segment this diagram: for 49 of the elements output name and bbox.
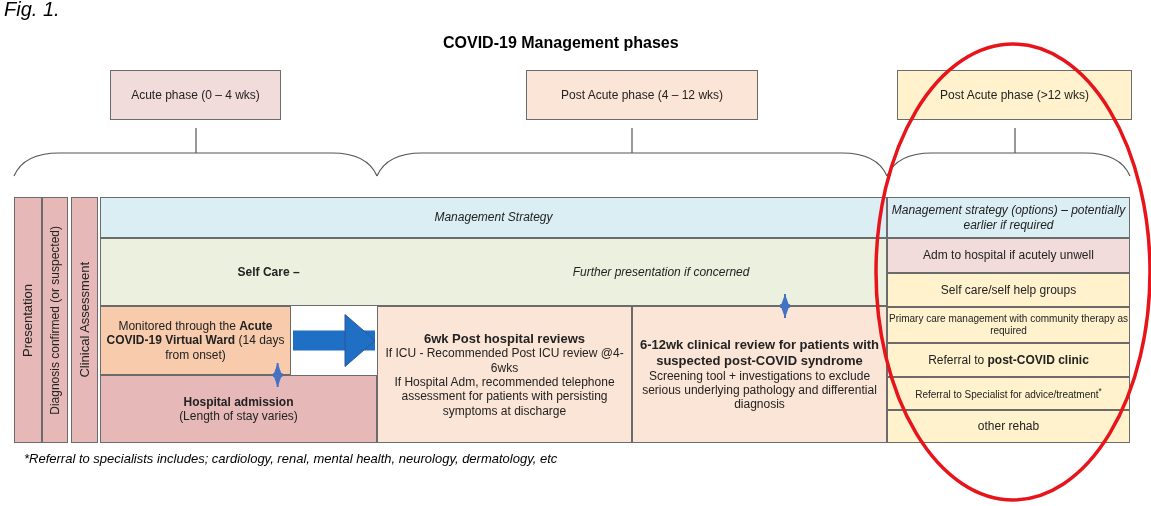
option-text: Adm to hospital if acutely unwell: [923, 248, 1094, 263]
figure-label: Fig. 1.: [4, 0, 60, 21]
care-text: 6wk Post hospital reviews: [423, 330, 586, 347]
option-box: [887, 410, 1130, 443]
option-text: Management strategy (options) – potentially earlier if required: [890, 203, 1127, 232]
phase-box: [897, 70, 1132, 120]
footnote: *Referral to specialists includes; cardiology, renal, mental health, neurology, dermatology, etc: [24, 451, 558, 466]
option-text: other rehab: [977, 419, 1040, 434]
stage-bar: [71, 197, 98, 443]
care-text: If Hospital Adm, recommended telephone assessment for patients with persisting symptoms at discharge: [393, 375, 616, 419]
phase-box: [526, 70, 758, 120]
double-arrow: [780, 293, 790, 319]
care-text: (Length of stay varies): [179, 409, 298, 424]
diagram-title: COVID-19 Management phases: [443, 34, 679, 52]
block-arrow: [293, 314, 376, 367]
care-box: [100, 306, 291, 375]
self-care-band: [100, 238, 887, 306]
care-text: If ICU - Recommended Post ICU review @4-6wks: [384, 346, 625, 376]
option-box: [887, 377, 1130, 410]
phase-label: Post Acute phase (>12 wks): [939, 87, 1090, 103]
stage-bar: [14, 197, 42, 443]
band-label: Self Care –: [237, 264, 300, 280]
care-text: Monitored through the Acute COVID-19 Virtual Ward (14 days from onset): [105, 318, 286, 363]
stage-label: Presentation: [20, 283, 36, 357]
option-text: Primary care management with community therapy as required: [888, 313, 1129, 337]
phase-label: Post Acute phase (4 – 12 wks): [560, 87, 724, 103]
option-text: Referral to Specialist for advice/treatment$^{*}$: [915, 385, 1102, 402]
double-arrow: [272, 362, 283, 388]
option-box: [887, 307, 1130, 343]
care-text: Screening tool + investigations to exclude serious underlying pathology and differential diagnosis: [641, 368, 878, 412]
option-box: [887, 197, 1130, 238]
phase-label: Acute phase (0 – 4 wks): [131, 87, 260, 103]
strategy-band: [100, 197, 887, 238]
band-label: Further presentation if concerned: [572, 264, 750, 280]
option-box: [887, 273, 1130, 307]
option-box: [887, 238, 1130, 273]
stage-label: Diagnosis confirmed (or suspected): [47, 225, 63, 415]
care-box: [632, 306, 887, 443]
care-box: [377, 306, 632, 443]
care-text: 6-12wk clinical review for patients with suspected post-COVID syndrome: [638, 337, 881, 369]
option-text: Referral to post-COVID clinic: [928, 352, 1089, 368]
band-label: Management Strategy: [434, 210, 553, 225]
phase-box: [110, 70, 281, 120]
care-text: Hospital admission: [183, 394, 294, 409]
stage-label: Clinical Assessment: [76, 262, 93, 378]
option-box: [887, 343, 1130, 377]
care-box: [100, 375, 377, 443]
stage-bar: [42, 197, 68, 443]
option-text: Self care/self help groups: [940, 282, 1077, 298]
